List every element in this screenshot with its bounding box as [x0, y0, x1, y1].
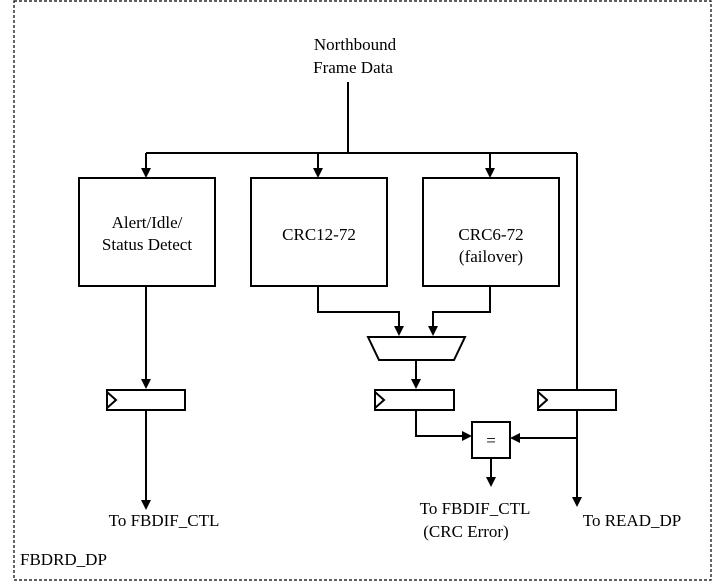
crc12-block-label: CRC12-72 [282, 225, 356, 244]
crc12-to-mux-arrow [317, 286, 404, 336]
input-label-line2: Frame Data [313, 58, 393, 77]
crc6-block-label-line1: CRC6-72 [458, 225, 523, 244]
module-name-label: FBDRD_DP [20, 550, 107, 569]
crc-compare-label: = [486, 431, 496, 450]
alert-block-label-line1: Alert/Idle/ [112, 213, 183, 232]
crc-register-clock-icon [374, 391, 386, 409]
alert-block-label-line2: Status Detect [102, 235, 192, 254]
crc6-block-label-line2: (failover) [459, 247, 523, 266]
output-label-fbdif-ctl-crc-line1: To FBDIF_CTL [420, 499, 531, 518]
module-border [13, 0, 712, 581]
output-label-read-dp: To READ_DP [583, 511, 681, 530]
read-dp-register-clock-icon [537, 391, 549, 409]
alert-idle-status-detect-block [78, 177, 216, 287]
crc-register-to-compare-arrow [415, 410, 472, 441]
crc6-to-mux-arrow [428, 286, 491, 336]
output-label-fbdif-ctl-crc-line2: (CRC Error) [423, 522, 508, 541]
crc-register [374, 389, 455, 411]
alert-register [106, 389, 186, 411]
read-dp-register [537, 389, 617, 411]
alert-register-clock-icon [106, 391, 118, 409]
output-label-fbdif-ctl: To FBDIF_CTL [109, 511, 220, 530]
crc12-72-block [250, 177, 388, 287]
input-label-line1: Northbound [314, 35, 397, 54]
crc-select-mux [366, 336, 467, 361]
